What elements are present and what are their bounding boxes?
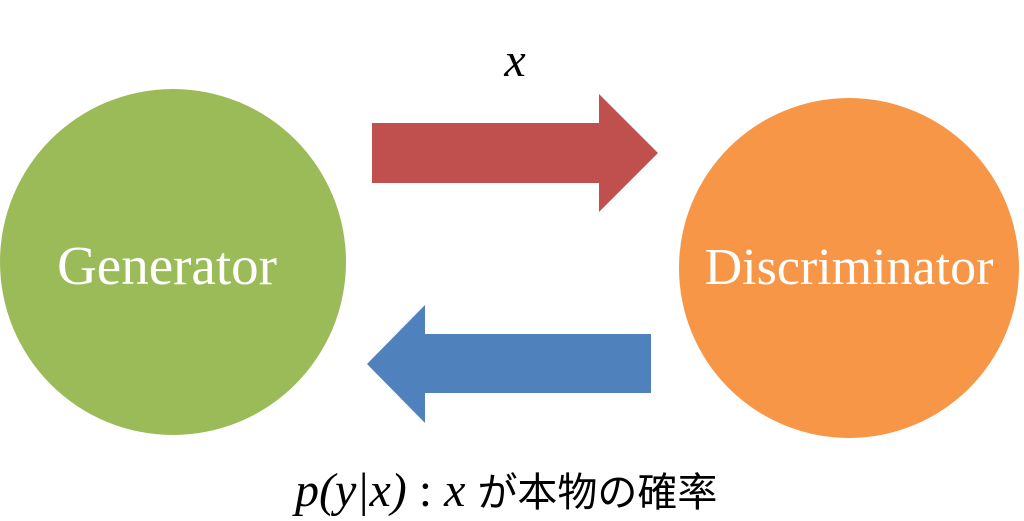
probability-expression: p(y|x) xyxy=(292,464,407,517)
forward-edge: x xyxy=(372,34,658,212)
discriminator-node: Discriminator xyxy=(679,98,1019,438)
left-arrow-icon xyxy=(367,305,651,423)
discriminator-circle xyxy=(679,98,1019,438)
generator-node: Generator xyxy=(0,89,346,435)
backward-edge: p(y|x) : x が本物の確率 xyxy=(292,305,717,517)
label-variable: x xyxy=(443,464,465,517)
backward-edge-label: p(y|x) : x が本物の確率 xyxy=(292,464,717,517)
label-separator: : xyxy=(419,464,444,517)
generator-circle xyxy=(0,89,346,435)
label-japanese-text: が本物の確率 xyxy=(477,470,717,516)
forward-edge-label: x xyxy=(503,34,525,87)
discriminator-label: Discriminator xyxy=(705,239,994,296)
right-arrow-icon xyxy=(372,94,658,212)
generator-label: Generator xyxy=(57,235,277,296)
